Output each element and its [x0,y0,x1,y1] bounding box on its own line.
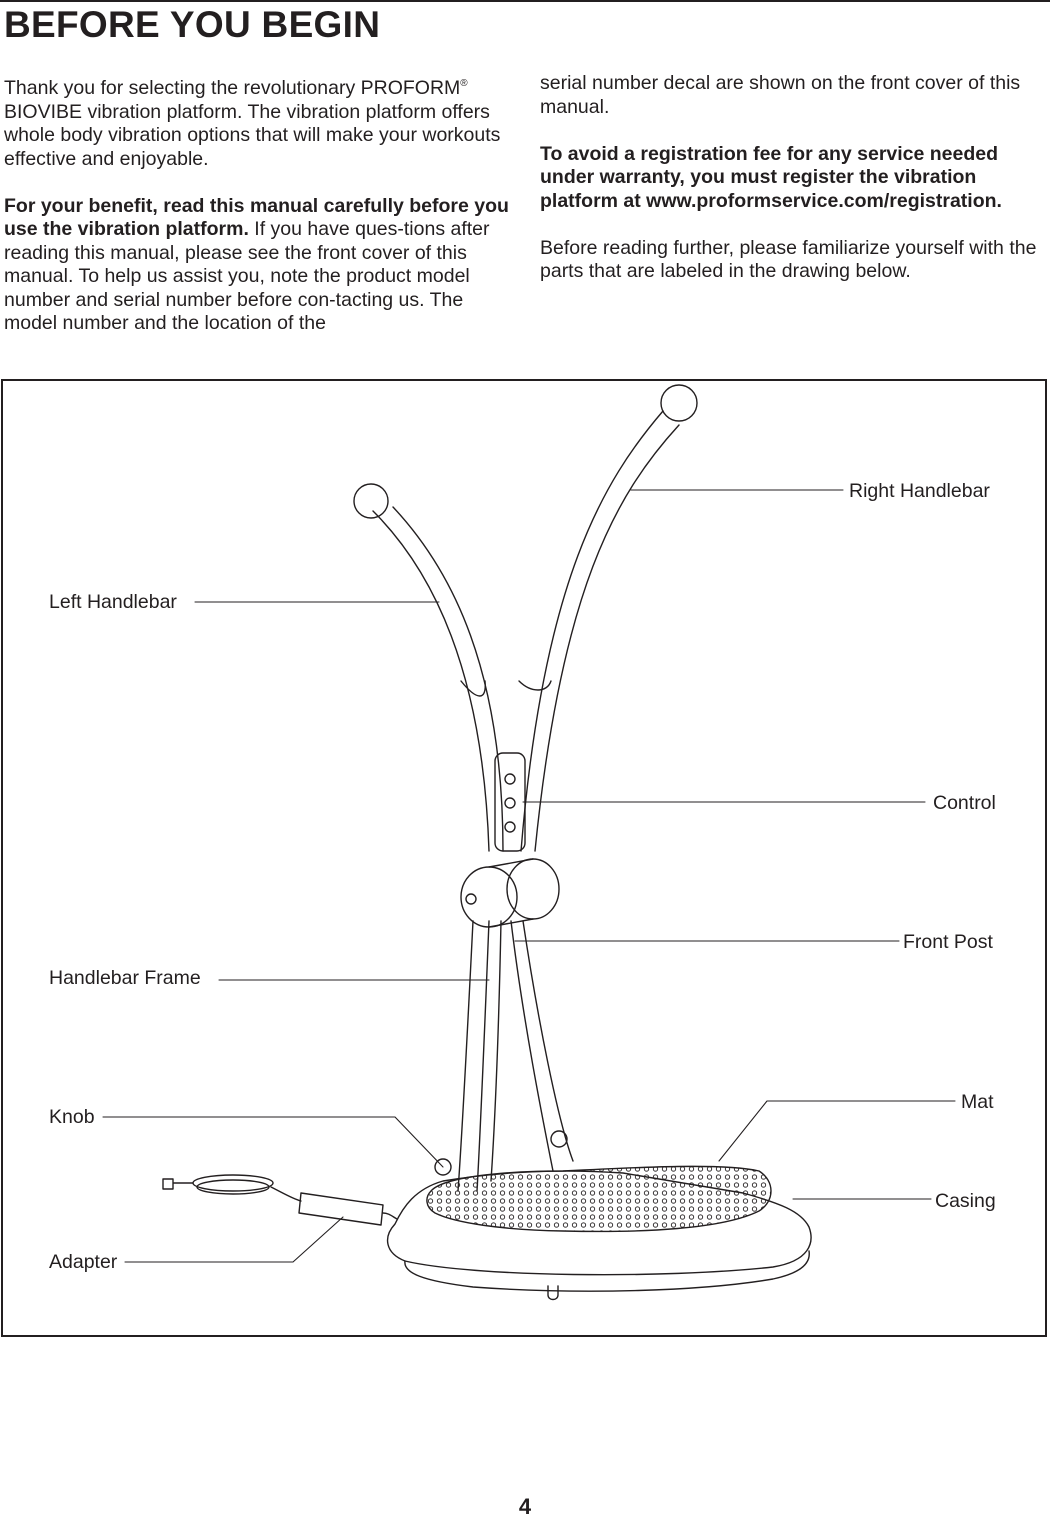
label-right-handlebar: Right Handlebar [849,480,990,502]
benefit-bold-text: For your benefit, read this manual caref… [4,194,509,241]
registration-paragraph: To avoid a registration fee for any serv… [540,143,1045,214]
knob-left [434,1158,452,1176]
benefit-paragraph: For your benefit, read this manual caref… [4,195,514,336]
label-mat: Mat [961,1091,994,1113]
mat-shape [426,1165,772,1233]
intro-text-b: BIOVIBE vibration platform. The vibratio… [4,100,501,170]
right-text-column: serial number decal are shown on the fro… [540,72,1045,307]
serial-paragraph: serial number decal are shown on the fro… [540,72,1021,118]
left-handlebar-shape [372,510,490,852]
right-handlebar-shape [520,410,664,852]
label-knob: Knob [49,1106,95,1128]
label-handlebar-frame: Handlebar Frame [49,967,201,989]
knob-right [550,1130,568,1148]
left-text-column: Thank you for selecting the revolutionar… [4,72,514,359]
label-adapter: Adapter [49,1251,118,1273]
page-number: 4 [518,1494,532,1519]
vibration-platform-drawing [102,384,956,1301]
label-control: Control [933,792,996,814]
parts-diagram-frame: Right Handlebar Left Handlebar Control F… [1,379,1047,1337]
label-front-post: Front Post [903,931,993,953]
intro-paragraph: Thank you for selecting the revolutionar… [4,72,514,171]
registered-mark: ® [460,78,468,89]
top-rule [0,0,1050,2]
page-heading: BEFORE YOU BEGIN [4,4,381,45]
intro-text-a: Thank you for selecting the revolutionar… [4,77,461,99]
label-left-handlebar: Left Handlebar [49,591,177,613]
adapter-shape [298,1192,384,1226]
benefit-text: If you have ques-tions after reading thi… [4,218,490,334]
label-casing: Casing [935,1190,996,1212]
registration-bold-text: To avoid a registration fee for any serv… [540,142,1002,212]
familiarize-paragraph: Before reading further, please familiari… [540,236,1037,283]
